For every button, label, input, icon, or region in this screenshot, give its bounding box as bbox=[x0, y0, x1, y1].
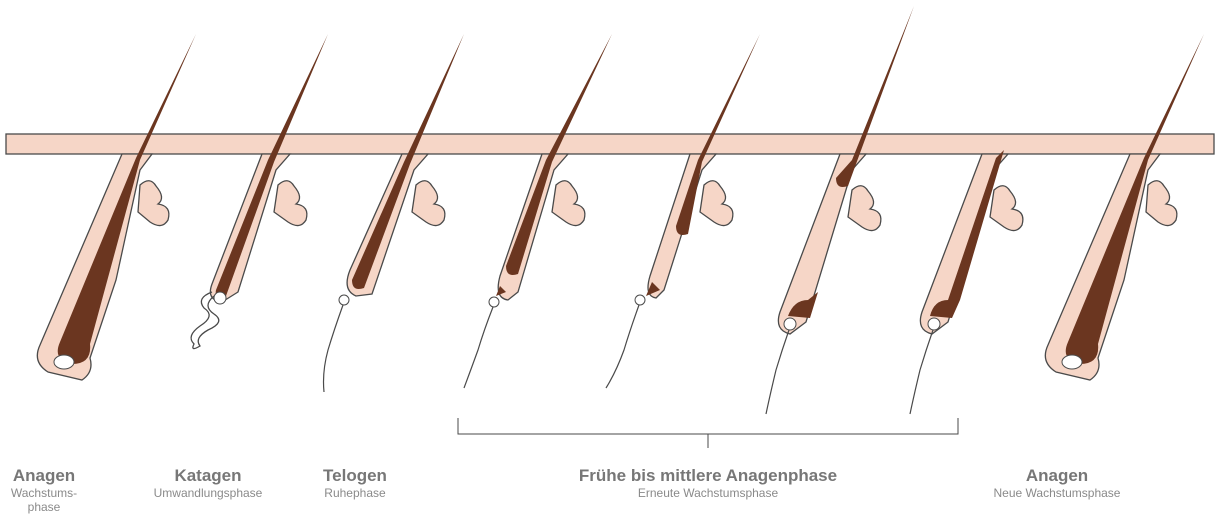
follicle-early-anagen-1 bbox=[464, 34, 612, 388]
stage-label-telogen: Telogen Ruhephase bbox=[300, 466, 410, 500]
sebaceous-gland bbox=[412, 181, 445, 226]
stage-name: Anagen bbox=[0, 466, 88, 486]
hair-shaft bbox=[1066, 34, 1204, 364]
stage-label-new-anagen: Anagen Neue Wachstumsphase bbox=[972, 466, 1142, 500]
follicle-mid-anagen-2 bbox=[910, 150, 1023, 414]
hair-club bbox=[352, 34, 464, 289]
follicle-katagen bbox=[191, 34, 328, 349]
follicle-anagen-2 bbox=[1045, 34, 1204, 380]
follicle-sheath bbox=[778, 154, 866, 334]
stage-name: Frühe bis mittlere Anagenphase bbox=[528, 466, 888, 486]
stage-bracket bbox=[458, 418, 958, 448]
stage-description: Ruhephase bbox=[300, 486, 410, 500]
stage-label-anagen: Anagen Wachstums- phase bbox=[0, 466, 88, 514]
dermal-papilla bbox=[54, 355, 74, 369]
nerve-strand bbox=[606, 305, 639, 388]
sebaceous-gland bbox=[274, 181, 307, 226]
stage-description: Wachstums- phase bbox=[0, 486, 88, 514]
dermal-papilla bbox=[214, 292, 226, 304]
stage-name: Anagen bbox=[972, 466, 1142, 486]
stage-label-early-mid-anagen: Frühe bis mittlere Anagenphase Erneute W… bbox=[528, 466, 888, 500]
sebaceous-gland bbox=[700, 181, 733, 226]
nerve-strand bbox=[766, 330, 789, 414]
dermal-papilla bbox=[928, 318, 940, 330]
dermal-papilla bbox=[489, 297, 499, 307]
nerve-strand bbox=[464, 307, 493, 388]
dermal-papilla bbox=[784, 318, 796, 330]
dermal-papilla bbox=[635, 295, 645, 305]
follicle-anagen-1 bbox=[37, 34, 196, 380]
hair-shaft bbox=[58, 34, 196, 364]
sebaceous-gland bbox=[990, 186, 1023, 231]
dermal-papilla bbox=[1062, 355, 1082, 369]
stage-label-katagen: Katagen Umwandlungsphase bbox=[128, 466, 288, 500]
stage-name: Katagen bbox=[128, 466, 288, 486]
sebaceous-gland bbox=[552, 181, 585, 226]
hair-shaft bbox=[216, 34, 328, 297]
nerve-strand bbox=[910, 330, 933, 414]
follicle-telogen bbox=[324, 34, 465, 392]
sebaceous-gland bbox=[138, 181, 169, 226]
stage-description: Neue Wachstumsphase bbox=[972, 486, 1142, 500]
follicle-early-anagen-2 bbox=[606, 34, 760, 388]
dermal-papilla bbox=[339, 295, 349, 305]
sebaceous-gland bbox=[1146, 181, 1177, 226]
nerve-strand bbox=[324, 305, 344, 392]
stage-name: Telogen bbox=[300, 466, 410, 486]
follicle-mid-anagen-1 bbox=[766, 6, 914, 414]
skin-surface bbox=[6, 134, 1214, 154]
sebaceous-gland bbox=[848, 186, 881, 231]
stage-description: Umwandlungsphase bbox=[128, 486, 288, 500]
stage-description: Erneute Wachstumsphase bbox=[528, 486, 888, 500]
follicle-sheath bbox=[498, 154, 568, 300]
